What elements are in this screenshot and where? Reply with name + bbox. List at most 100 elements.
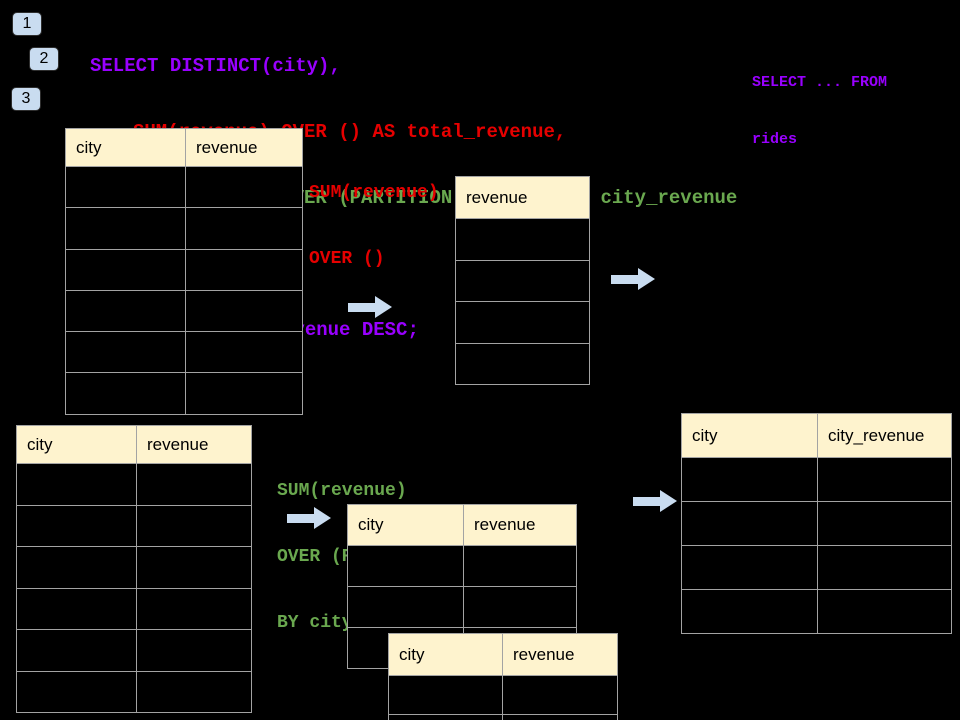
right-arrow-icon [287, 507, 331, 529]
arrow-tail [287, 513, 314, 523]
arrow-head [638, 268, 655, 290]
empty-cell [136, 587, 252, 630]
right-arrow-icon [611, 268, 655, 290]
annotation-total-line-1: SUM(revenue) [309, 183, 439, 203]
header-row: revenue [455, 176, 590, 219]
column-header: city [65, 128, 186, 167]
column-header: revenue [185, 128, 303, 167]
annotation-sum-over-empty: SUM(revenue) OVER () [309, 138, 439, 314]
empty-cell [347, 586, 464, 628]
table-row [681, 457, 952, 502]
arrow-head [660, 490, 677, 512]
empty-cell [502, 714, 618, 720]
table-row [65, 289, 303, 333]
empty-cell [681, 589, 818, 634]
table-row [455, 259, 590, 302]
empty-cell [185, 331, 303, 374]
empty-cell [347, 545, 464, 587]
table-row [455, 342, 590, 385]
column-header: revenue [136, 425, 252, 464]
step-badge-2: 2 [29, 47, 59, 71]
select-from-rides-note: SELECT ... FROM rides [752, 35, 887, 187]
empty-cell [185, 289, 303, 333]
empty-cell [185, 165, 303, 209]
column-header: revenue [463, 504, 577, 546]
table-row [16, 629, 252, 672]
empty-cell [136, 629, 252, 672]
table-row [388, 714, 618, 720]
table-row [65, 248, 303, 291]
table-row [681, 589, 952, 634]
table-row [65, 207, 303, 250]
column-header: revenue [502, 633, 618, 676]
sql-line-select: SELECT DISTINCT(city), [90, 55, 341, 77]
table-row [16, 546, 252, 589]
table-row [16, 504, 252, 547]
empty-cell [65, 207, 186, 250]
table-row [681, 501, 952, 546]
table-row [388, 675, 618, 715]
empty-cell [455, 259, 590, 302]
empty-cell [16, 629, 137, 672]
table-row [65, 372, 303, 415]
empty-cell [185, 207, 303, 250]
empty-cell [16, 670, 137, 713]
empty-cell [388, 714, 503, 720]
empty-cell [65, 331, 186, 374]
empty-cell [681, 501, 818, 546]
column-header: city [16, 425, 137, 464]
table-row [455, 218, 590, 261]
empty-cell [65, 372, 186, 415]
table-row [16, 463, 252, 506]
arrow-tail [633, 496, 660, 506]
column-header: revenue [455, 176, 590, 219]
empty-cell [65, 165, 186, 209]
empty-cell [463, 545, 577, 587]
table-total-revenue-result: revenue [455, 176, 590, 385]
column-header: city [347, 504, 464, 546]
empty-cell [455, 218, 590, 261]
empty-cell [681, 457, 818, 502]
empty-cell [136, 670, 252, 713]
empty-cell [817, 545, 952, 590]
arrow-head [375, 296, 392, 318]
empty-cell [817, 501, 952, 546]
empty-cell [463, 586, 577, 628]
empty-cell [185, 248, 303, 291]
empty-cell [65, 248, 186, 291]
arrow-tail [611, 274, 638, 284]
step-badge-3: 3 [11, 87, 41, 111]
side-note-line-1: SELECT ... FROM [752, 74, 888, 91]
column-header: city [681, 413, 818, 458]
empty-cell [136, 463, 252, 506]
empty-cell [65, 289, 186, 333]
column-header: city_revenue [817, 413, 952, 458]
table-row [65, 331, 303, 374]
empty-cell [388, 675, 503, 715]
table-row [347, 545, 577, 587]
table-row [455, 301, 590, 344]
empty-cell [16, 587, 137, 630]
empty-cell [455, 301, 590, 344]
table-row [65, 165, 303, 209]
empty-cell [817, 589, 952, 634]
annotation-total-line-2: OVER () [309, 249, 385, 269]
table-row [16, 587, 252, 630]
table-row [347, 586, 577, 628]
empty-cell [16, 546, 137, 589]
empty-cell [16, 463, 137, 506]
empty-cell [817, 457, 952, 502]
right-arrow-icon [633, 490, 677, 512]
table-row [681, 545, 952, 590]
arrow-head [314, 507, 331, 529]
right-arrow-icon [348, 296, 392, 318]
